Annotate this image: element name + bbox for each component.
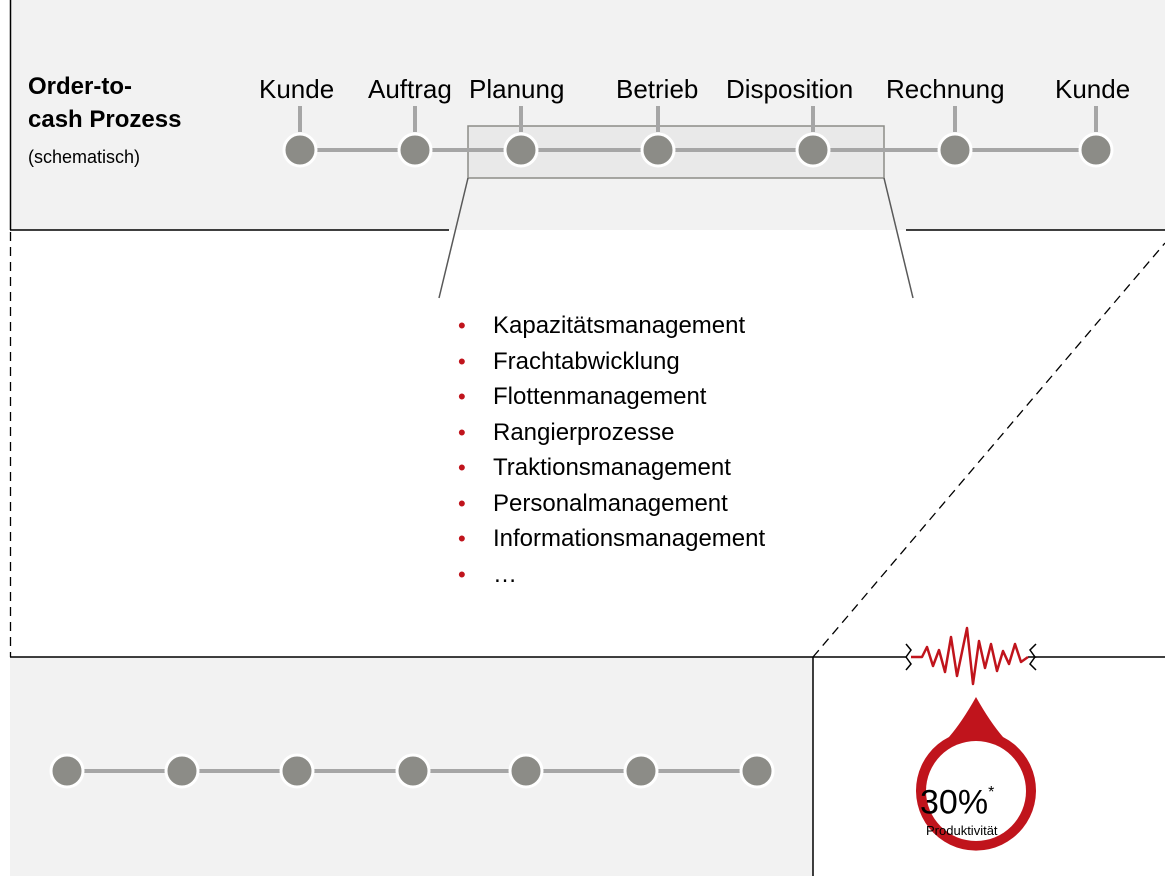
step-node [282, 132, 318, 168]
diagonal-dashed-guide [812, 242, 1165, 658]
divider-bracket-left [897, 643, 912, 658]
bullet-icon: • [458, 490, 466, 516]
activity-item: • Traktionsmanagement [452, 450, 765, 486]
step-node [1078, 132, 1114, 168]
step-node [397, 132, 433, 168]
step-label-auftrag: Auftrag [368, 74, 452, 104]
step-node [937, 132, 973, 168]
bottom-step-node [739, 753, 775, 789]
productivity-percent: 30% [920, 783, 989, 822]
page-title: Order-to- cash Prozess [28, 70, 181, 136]
activity-label: Traktionsmanagement [493, 454, 731, 481]
activity-label: Flottenmanagement [493, 383, 707, 410]
productivity-drop-inner [926, 741, 1026, 841]
bottom-step-node [164, 753, 200, 789]
zoom-line-right [883, 177, 914, 299]
activity-label: Frachtabwicklung [493, 347, 680, 375]
activity-item: •… [452, 557, 765, 593]
activity-item: • Kapazitätsmanagement [452, 308, 765, 344]
bullet-icon: • [458, 455, 466, 480]
step-label-disposition: Disposition [726, 74, 854, 104]
activity-item: • Flottenmanagement [452, 379, 765, 415]
step-label-betrieb: Betrieb [616, 74, 699, 104]
bottom-step-node [49, 753, 85, 789]
activity-item: • Frachtabwicklung [452, 344, 765, 380]
step-node [503, 132, 539, 168]
productivity-footnote-mark: * [988, 784, 995, 801]
top-node-group [282, 132, 1114, 168]
activity-label: … [493, 560, 517, 588]
step-label-kunde-start: Kunde [259, 74, 335, 104]
heartbeat-line [911, 626, 1029, 686]
activity-label: Rangierprozesse [493, 418, 675, 446]
bullet-icon: • [458, 526, 466, 551]
top-panel-fill [10, 0, 1165, 230]
bullet-icon: • [458, 561, 466, 587]
bullet-icon: • [458, 348, 466, 374]
productivity-value: 30%* [920, 778, 994, 821]
divider-bracket-left-return [1028, 643, 1037, 658]
step-label-rechnung: Rechnung [886, 74, 1005, 104]
bottom-step-node [395, 753, 431, 789]
bottom-node-group [49, 753, 775, 789]
activity-item: • Rangierprozesse [452, 415, 765, 451]
divider-bracket-left-bottom [905, 656, 912, 671]
activity-item: • Personalmanagement [452, 486, 765, 522]
productivity-label: Produktivität [926, 823, 998, 838]
activity-label: Informationsmanagement [493, 525, 766, 552]
bottom-step-node [508, 753, 544, 789]
step-node [640, 132, 676, 168]
page-subtitle: (schematisch) [28, 147, 141, 167]
activity-label: Personalmanagement [493, 489, 728, 517]
activity-list: •Kapazitätsmanagement •Frachtabwicklung … [452, 308, 765, 592]
top-tick-group [298, 106, 1098, 132]
step-label-planung: Planung [469, 74, 565, 104]
bottom-step-node [623, 753, 659, 789]
bottom-step-node [279, 753, 315, 789]
activity-label: Kapazitätsmanagement [493, 312, 746, 339]
activity-item: • Informationsmanagement [452, 521, 765, 557]
bullet-icon: • [458, 313, 466, 338]
step-node [795, 132, 831, 168]
step-label-kunde-end: Kunde [1055, 74, 1131, 104]
title-line-1: Order-to- [28, 73, 132, 100]
title-line-2: cash Prozess [28, 106, 182, 133]
zoom-line-left [438, 177, 469, 299]
bullet-icon: • [458, 419, 466, 445]
bullet-icon: • [458, 384, 466, 409]
divider-bracket-right-bottom [1029, 656, 1037, 671]
